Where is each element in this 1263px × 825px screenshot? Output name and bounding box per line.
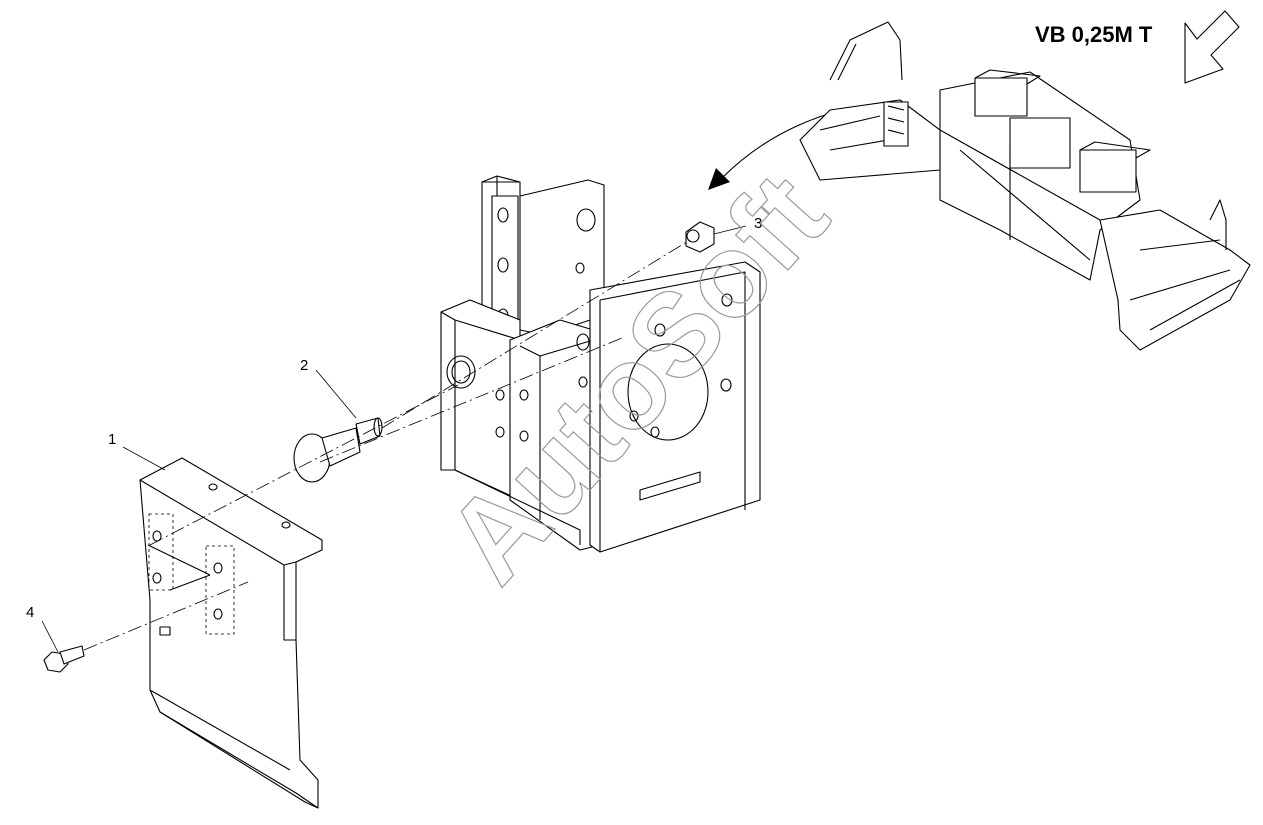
locking-pin — [293, 417, 383, 483]
location-arrowhead — [708, 168, 730, 190]
centerline-bolt — [83, 581, 249, 651]
centerline-pin — [319, 337, 623, 463]
centerline-plate — [149, 384, 459, 546]
paver-overview — [799, 21, 1251, 351]
hex-nut — [685, 221, 715, 253]
view-label: VB 0,25M T — [1035, 22, 1153, 47]
view-direction-arrow — [1184, 10, 1240, 84]
callout-4: 4 — [26, 604, 34, 621]
callout-3: 3 — [754, 215, 762, 232]
mounting-block — [440, 175, 761, 553]
centerline-upper — [381, 239, 691, 429]
callout-2: 2 — [300, 357, 308, 374]
callout-1: 1 — [108, 431, 116, 448]
flange-bolt — [43, 645, 85, 673]
flap-plate — [139, 457, 323, 809]
